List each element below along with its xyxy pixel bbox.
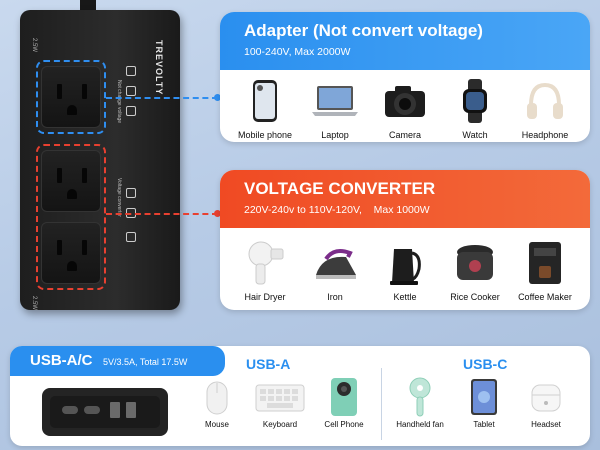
cooker-small-icon [126,232,136,242]
keyboard-label: Keyboard [262,420,298,429]
converter-outlet-2[interactable] [41,222,101,284]
converter-side-label: Voltage converter [116,178,122,217]
converter-card: VOLTAGE CONVERTER 220V-240v to 110V-120V… [220,170,590,310]
plug-icon-2 [126,188,136,198]
phone-small-icon [126,106,136,116]
usb-spec: 5V/3.5A, Total 17.5W [103,357,188,367]
adapter-title: Adapter (Not convert voltage) [244,21,483,40]
headphone-icon [510,76,580,126]
rating-label-bottom: 2.5W [31,295,38,311]
adapter-outlet[interactable] [41,66,101,128]
headset-label: Headset [531,420,561,429]
plug-icon [126,86,136,96]
handheld-fan-icon [396,376,444,418]
tablet-icon [462,376,506,418]
mobile-phone-icon [230,76,300,126]
adapter-item: Mobile phone [230,76,300,140]
converter-outlet-1[interactable] [41,150,101,212]
converter-item: Kettle [370,238,440,302]
iron-icon [300,238,370,288]
converter-item: Coffee Maker [510,238,580,302]
converter-item: Rice Cooker [440,238,510,302]
converter-connector-dot [214,210,221,217]
rating-label-top: 2.5W [31,37,38,53]
earbuds-icon [524,376,568,418]
tablet-label: Tablet [473,420,495,429]
converter-outlet-zone [36,144,106,290]
camera-icon [370,76,440,126]
usb-spec-banner [10,346,225,376]
adapter-item: Headphone [510,76,580,140]
adapter-card: Adapter (Not convert voltage) 100-240V, … [220,12,590,142]
cell-phone-label: Cell Phone [324,420,364,429]
laptop-icon [300,76,370,126]
converter-spec: 220V-240v to 110V-120V, Max 1000W [244,204,430,216]
switch-icon [126,66,136,76]
converter-title: VOLTAGE CONVERTER [244,179,436,198]
watch-icon [440,76,510,126]
converter-connector-line [106,213,218,215]
coffee-maker-icon [510,238,580,288]
usb-a-title: USB-A [246,356,291,372]
adapter-spec: 100-240V, Max 2000W [244,46,351,58]
converter-card-header: VOLTAGE CONVERTER 220V-240v to 110V-120V… [220,170,590,228]
keyboard-icon [254,378,306,418]
rice-cooker-icon [440,238,510,288]
usb-divider [381,368,382,440]
converter-item: Iron [300,238,370,302]
cell-phone-icon [322,376,366,418]
adapter-item: Camera [370,76,440,140]
adapter-connector-line [106,97,218,99]
adapter-connector-dot [214,94,221,101]
adapter-item: Watch [440,76,510,140]
mouse-label: Mouse [204,420,229,429]
usb-title: USB-A/C [30,352,93,369]
mouse-icon [197,378,237,418]
handheld-fan-label: Handheld fan [396,420,444,429]
usb-charger-device [40,384,170,440]
hair-dryer-icon [230,238,300,288]
kettle-icon [370,238,440,288]
adapter-outlet-zone [36,60,106,134]
adapter-item: Laptop [300,76,370,140]
converter-item: Hair Dryer [230,238,300,302]
brand-logo: TREVOLTY [154,40,164,96]
adapter-side-label: Not change voltage [116,80,122,124]
usb-c-title: USB-C [463,356,508,372]
adapter-card-header: Adapter (Not convert voltage) 100-240V, … [220,12,590,70]
